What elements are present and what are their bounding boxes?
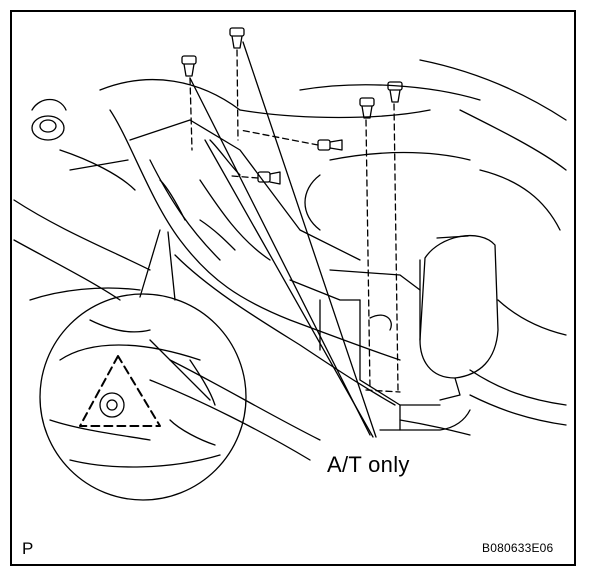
detail-triangle-marker: [79, 355, 161, 427]
shift-knob-outline: [31, 98, 67, 141]
screw-5: [317, 139, 343, 151]
screws: [181, 27, 403, 185]
screw-3: [359, 97, 375, 119]
screw-1: [181, 55, 197, 77]
corner-label: P: [22, 539, 34, 558]
screw-2: [229, 27, 245, 49]
interior-contours: [13, 59, 567, 461]
at-only-callout: A/T only: [327, 452, 410, 477]
callout-leaders: [189, 41, 377, 438]
center-console: [109, 109, 471, 431]
detail-magnifier: [39, 229, 247, 501]
console-armrest-lid: [419, 234, 499, 401]
figure-code: B080633E06: [482, 541, 554, 555]
screw-6: [257, 171, 281, 185]
installation-guides: [189, 49, 401, 393]
screw-4: [387, 81, 403, 103]
